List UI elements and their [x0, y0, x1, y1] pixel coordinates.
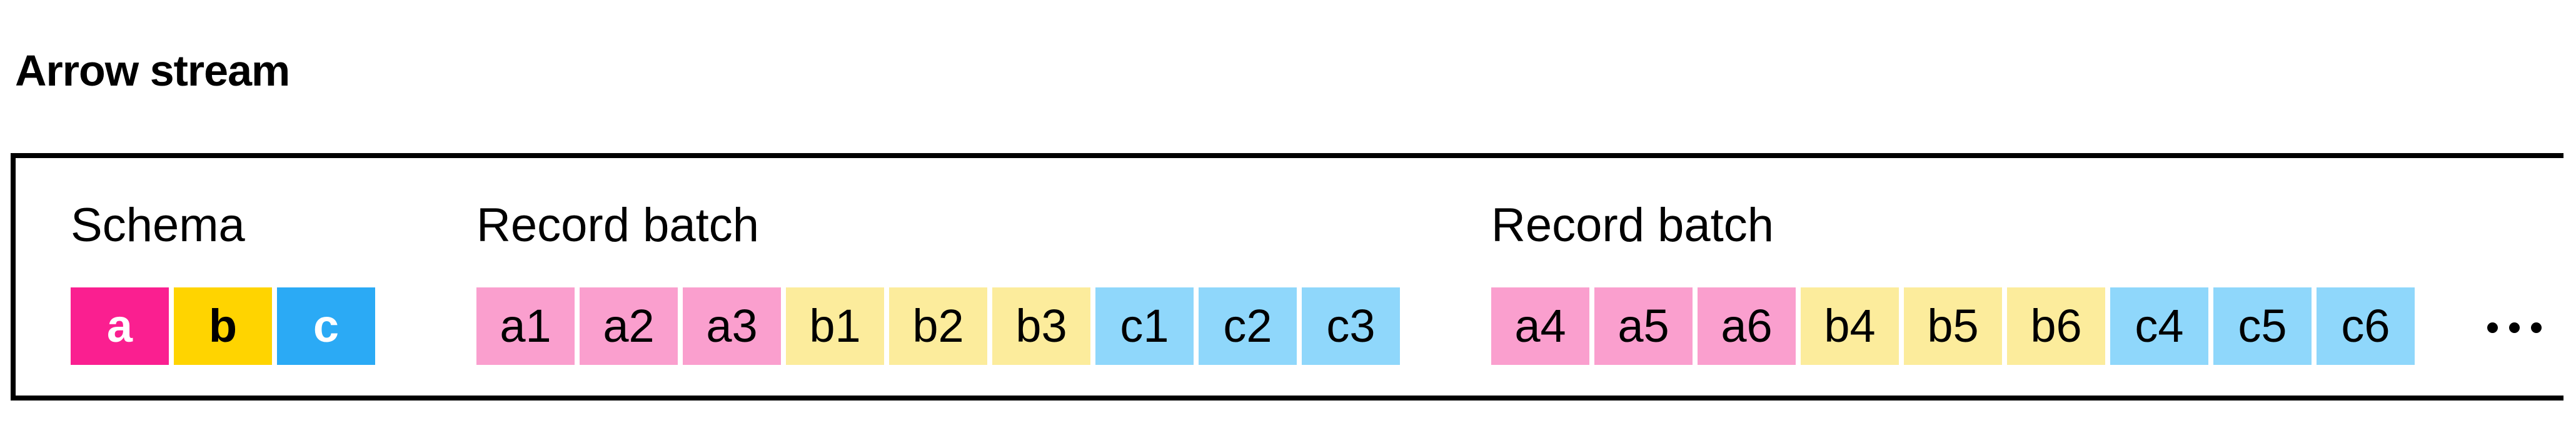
record-batch-1-label: Record batch: [476, 199, 760, 252]
cell-c4: c4: [2110, 287, 2208, 365]
cell-c6: c6: [2317, 287, 2415, 365]
record-batch-2-label: Record batch: [1491, 199, 1774, 252]
cell-b3: b3: [992, 287, 1090, 365]
stream-box: [11, 153, 2563, 401]
cell-a4: a4: [1491, 287, 1589, 365]
cell-b5: b5: [1904, 287, 2002, 365]
cell-c: c: [277, 287, 375, 365]
figure-title: Arrow stream: [15, 46, 290, 95]
ellipsis-dot: [2509, 322, 2520, 333]
schema-label: Schema: [71, 199, 245, 252]
cell-a2: a2: [580, 287, 678, 365]
cell-c3: c3: [1302, 287, 1400, 365]
cell-a5: a5: [1594, 287, 1693, 365]
cell-b1: b1: [786, 287, 884, 365]
cell-c2: c2: [1199, 287, 1297, 365]
cell-a1: a1: [476, 287, 575, 365]
cell-b4: b4: [1801, 287, 1899, 365]
cell-a: a: [71, 287, 169, 365]
ellipsis-dot: [2487, 322, 2498, 333]
cell-a6: a6: [1698, 287, 1796, 365]
stream-continuation-ellipsis: [2487, 322, 2542, 333]
cell-c1: c1: [1095, 287, 1194, 365]
cell-b2: b2: [889, 287, 987, 365]
cell-b6: b6: [2007, 287, 2105, 365]
cell-c5: c5: [2213, 287, 2312, 365]
ellipsis-dot: [2531, 322, 2542, 333]
cell-a3: a3: [683, 287, 781, 365]
cell-b: b: [174, 287, 272, 365]
